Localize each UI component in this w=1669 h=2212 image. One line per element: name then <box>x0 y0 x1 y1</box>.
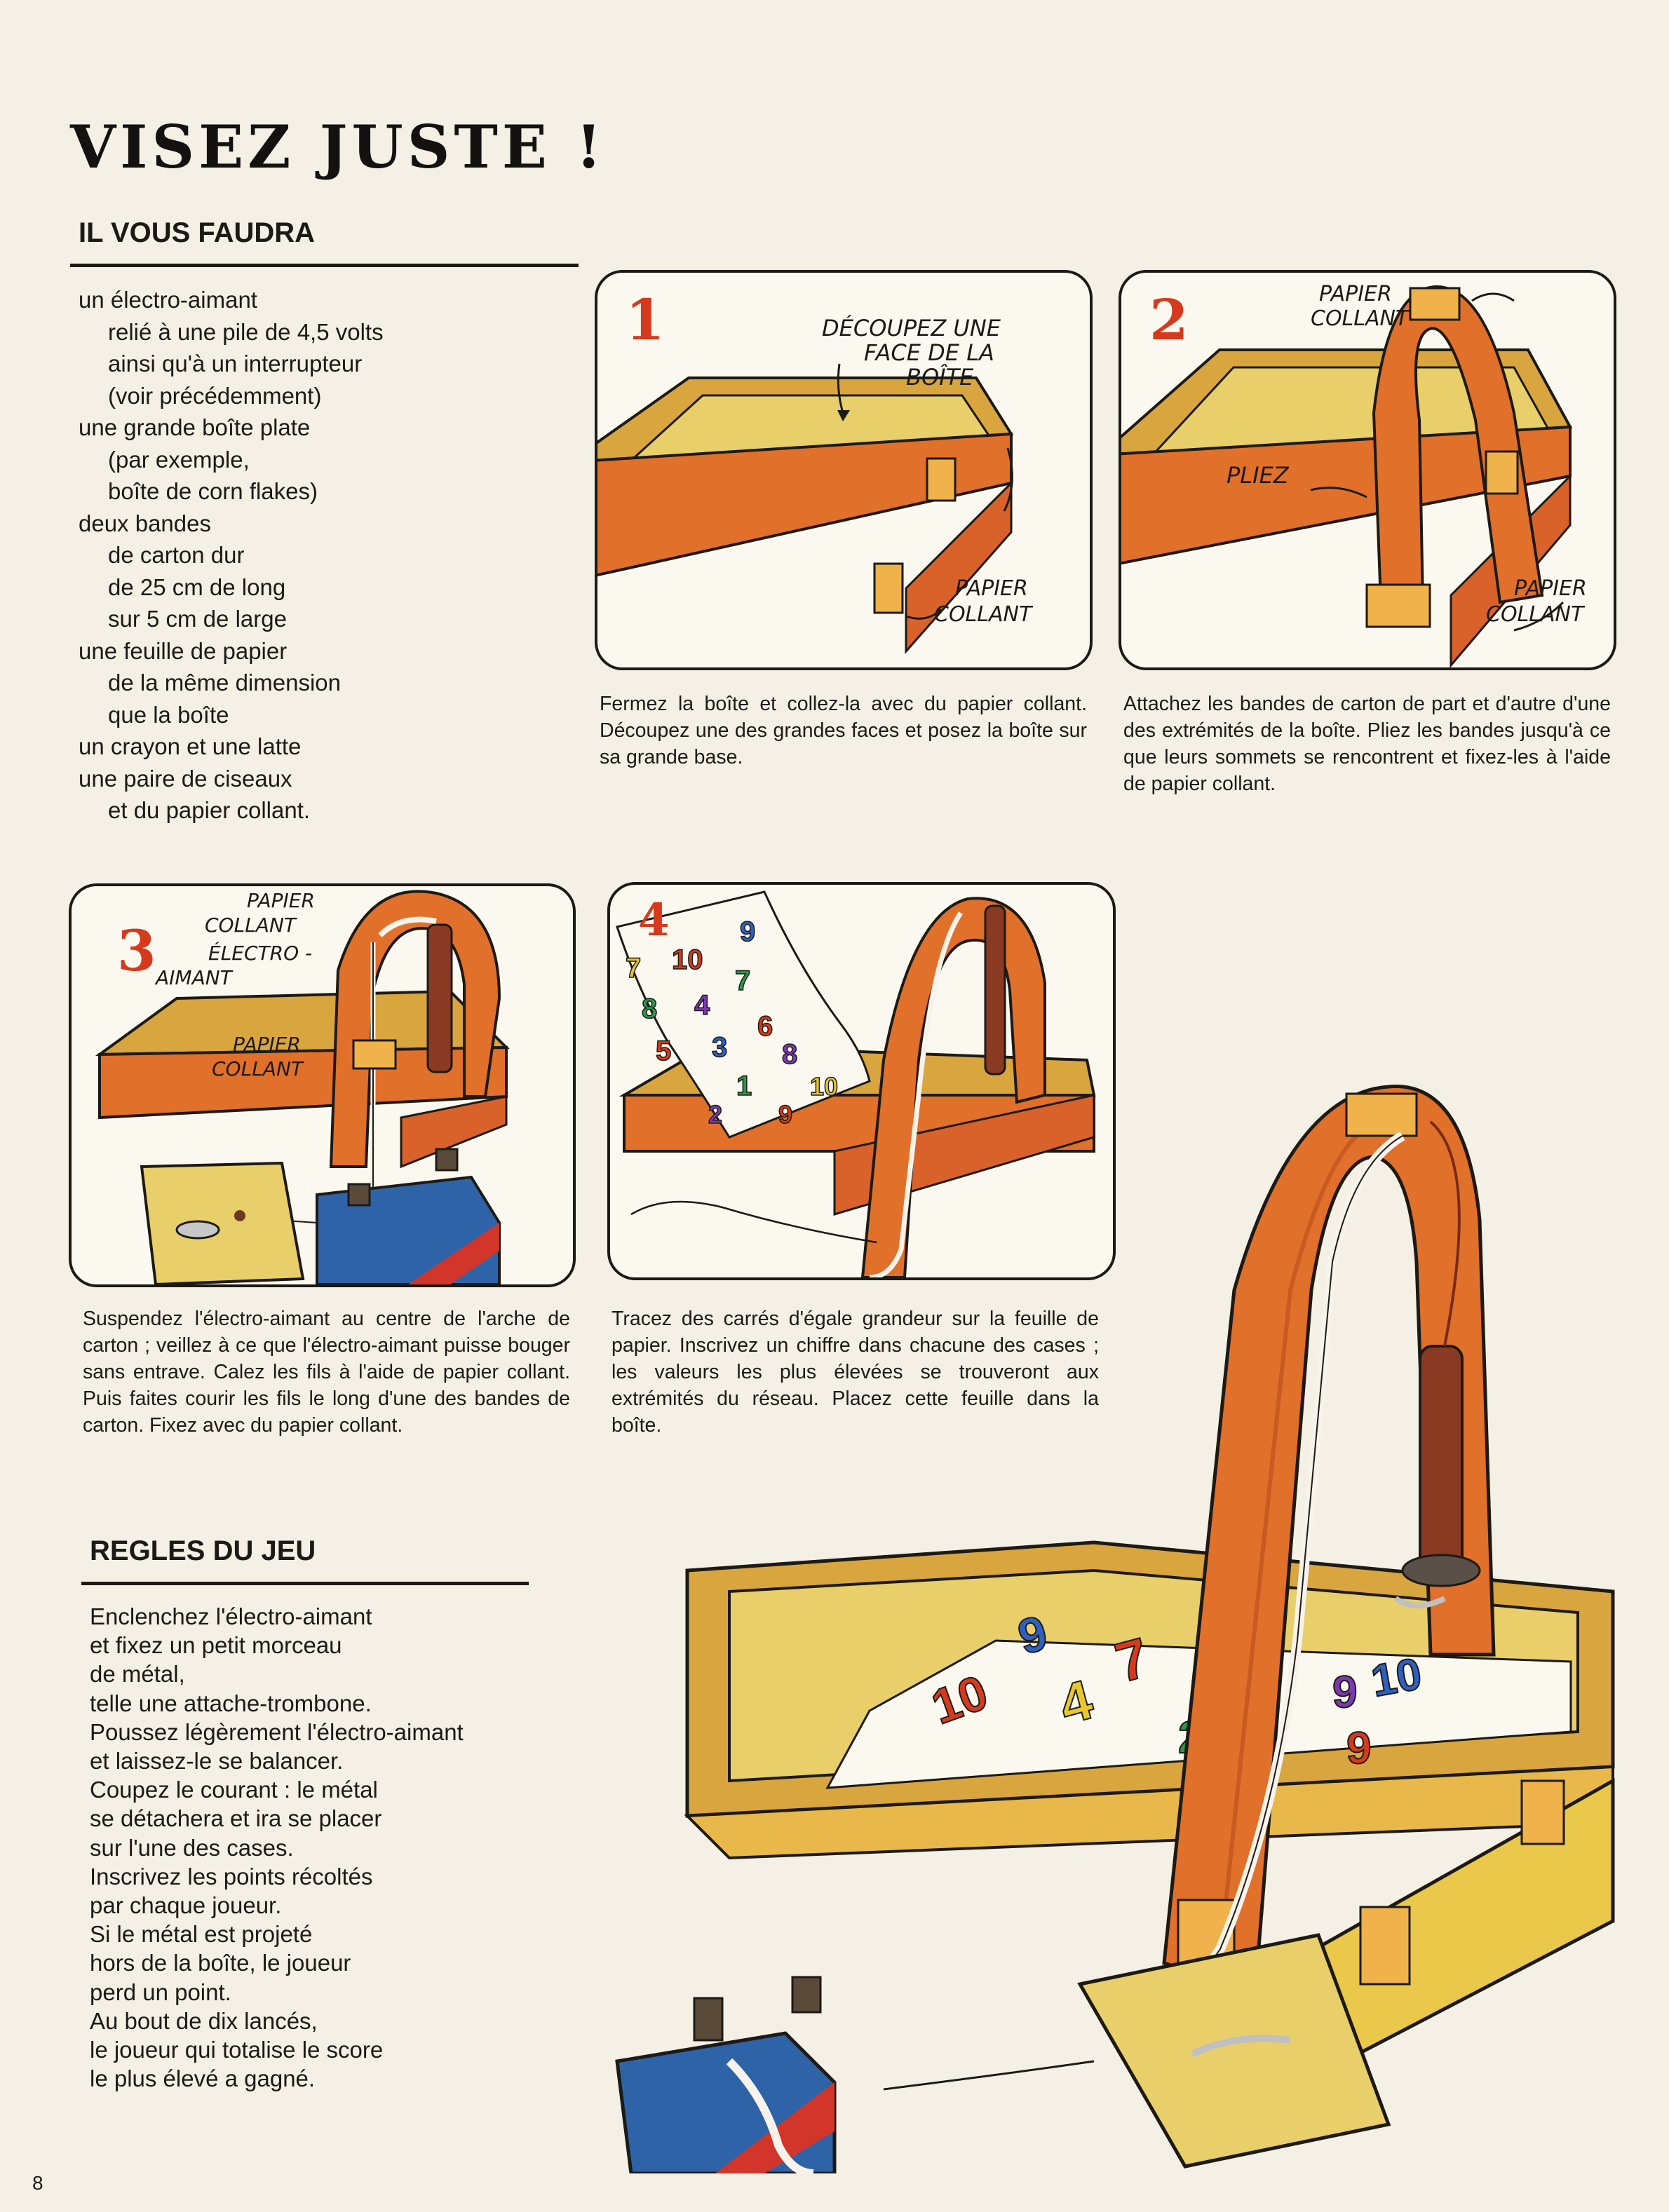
step-3-label: COLLANT <box>205 914 297 937</box>
rules-line: par chaque joueur. <box>90 1892 282 1919</box>
big-grid-cell: 9 <box>1332 1667 1358 1717</box>
grid-cell: 10 <box>810 1072 838 1101</box>
step-2-caption: Attachez les bandes de carton de part et… <box>1123 693 1611 795</box>
grid-cell: 9 <box>778 1100 792 1129</box>
step-1-label: DÉCOUPEZ UNE <box>822 315 1001 341</box>
grid-cell: 1 <box>736 1071 752 1101</box>
grid-cell: 9 <box>740 916 755 947</box>
grid-cell: 7 <box>626 953 641 984</box>
step-1-panel: 1 DÉCOUPEZ UNE FACE DE LA BOÎTE PAPIER C… <box>595 270 1093 670</box>
rules-line: Enclenchez l'électro-aimant <box>90 1603 372 1629</box>
step-3-label: PAPIER <box>247 889 315 912</box>
rules-line: le plus élevé a gagné. <box>90 2065 316 2092</box>
game-illustration: 9 10 4 7 9 10 2 9 <box>615 1085 1615 2173</box>
needs-line: (voir précédemment) <box>108 382 322 409</box>
rules-line: de métal, <box>90 1661 185 1688</box>
grid-cell: 5 <box>656 1036 671 1066</box>
rules-line: telle une attache-trombone. <box>90 1690 372 1716</box>
step-2-label: COLLANT <box>1311 306 1410 331</box>
big-grid-cell: 10 <box>1367 1648 1426 1707</box>
grid-cell: 8 <box>782 1039 797 1070</box>
step-2-illustration: 2 PAPIER COLLANT PLIEZ PAPIER COLLANT <box>1121 282 1587 667</box>
step-3-illustration: 3 PAPIER COLLANT ÉLECTRO - AIMANT PAPIER… <box>95 889 510 1284</box>
step-3-label: ÉLECTRO - <box>208 941 312 965</box>
needs-line: un crayon et une latte <box>79 733 302 759</box>
step-2-label: PLIEZ <box>1227 462 1290 489</box>
grid-cell: 3 <box>712 1032 727 1063</box>
step-3-number: 3 <box>117 918 156 984</box>
needs-line: sur 5 cm de large <box>108 606 287 632</box>
step-3-label: COLLANT <box>212 1057 304 1080</box>
step-2-panel: 2 PAPIER COLLANT PLIEZ PAPIER COLLANT <box>1119 270 1616 670</box>
needs-line: une paire de ciseaux <box>79 765 292 792</box>
rules-line: se détachera et ira se placer <box>90 1805 382 1832</box>
rules-line: sur l'une des cases. <box>90 1834 294 1861</box>
grid-cell: 8 <box>642 993 657 1024</box>
step-1-label: FACE DE LA <box>864 339 994 366</box>
needs-list: un électro-aimant relié à une pile de 4,… <box>79 284 384 827</box>
rules-list: Enclenchez l'électro-aimant et fixez un … <box>90 1602 464 2093</box>
rules-line: et laissez-le se balancer. <box>90 1748 344 1775</box>
step-2-label: PAPIER <box>1319 282 1392 306</box>
needs-line: de la même dimension <box>108 670 341 696</box>
needs-line: de carton dur <box>108 542 245 568</box>
page-number: 8 <box>32 2172 43 2194</box>
rules-line: le joueur qui totalise le score <box>90 2037 384 2063</box>
step-3-panel: 3 PAPIER COLLANT ÉLECTRO - AIMANT PAPIER… <box>69 883 576 1287</box>
page-title: VISEZ JUSTE ! <box>70 112 607 182</box>
big-grid-cell: 9 <box>1346 1723 1372 1773</box>
rules-line: Inscrivez les points récoltés <box>90 1863 373 1889</box>
step-1-illustration: 1 DÉCOUPEZ UNE FACE DE LA BOÎTE PAPIER C… <box>597 287 1034 654</box>
rules-line: perd un point. <box>90 1979 231 2005</box>
step-3-caption: Suspendez l'électro-aimant au centre de … <box>83 1308 570 1437</box>
needs-heading: IL VOUS FAUDRA <box>79 217 316 248</box>
step-3-label: PAPIER <box>233 1033 301 1056</box>
needs-line: (par exemple, <box>108 446 250 473</box>
step-1-label: PAPIER <box>955 576 1028 601</box>
rules-line: Poussez légèrement l'électro-aimant <box>90 1718 464 1745</box>
rules-line: hors de la boîte, le joueur <box>90 1950 351 1976</box>
step-2-number: 2 <box>1149 287 1189 353</box>
step-2-label: PAPIER <box>1514 576 1587 601</box>
grid-cell: 2 <box>708 1100 722 1129</box>
needs-line: que la boîte <box>108 701 229 728</box>
grid-cell: 6 <box>757 1011 773 1042</box>
needs-line: boîte de corn flakes) <box>108 478 318 504</box>
step-4-illustration: 7 10 9 7 8 4 6 5 3 8 1 10 2 9 4 <box>616 890 1096 1277</box>
needs-line: relié à une pile de 4,5 volts <box>108 318 384 345</box>
needs-line: un électro-aimant <box>79 287 257 313</box>
rules-line: et fixez un petit morceau <box>90 1632 342 1659</box>
grid-cell: 4 <box>694 990 710 1021</box>
step-1-label: COLLANT <box>934 602 1034 627</box>
needs-line: de 25 cm de long <box>108 574 286 600</box>
needs-line: une grande boîte plate <box>79 414 311 440</box>
rules-line: Coupez le courant : le métal <box>90 1777 378 1803</box>
grid-cell: 7 <box>735 965 750 996</box>
step-1-number: 1 <box>626 287 665 353</box>
step-4-number: 4 <box>638 894 670 946</box>
step-3-label: AIMANT <box>154 966 234 989</box>
grid-cell: 10 <box>672 944 703 975</box>
step-2-label: COLLANT <box>1486 602 1586 627</box>
needs-line: une feuille de papier <box>79 637 288 664</box>
rules-line: Si le métal est projeté <box>90 1921 313 1948</box>
step-1-caption: Fermez la boîte et collez-la avec du pap… <box>600 693 1087 768</box>
step-1-label: BOÎTE <box>906 364 974 391</box>
needs-line: ainsi qu'à un interrupteur <box>108 351 363 376</box>
needs-rule <box>70 264 579 267</box>
step-4-caption: Tracez des carrés d'égale grandeur sur l… <box>611 1308 1099 1437</box>
needs-line: et du papier collant. <box>108 797 311 823</box>
step-4-panel: 7 10 9 7 8 4 6 5 3 8 1 10 2 9 4 <box>607 882 1116 1280</box>
rules-heading: REGLES DU JEU <box>90 1535 316 1566</box>
rules-line: Au bout de dix lancés, <box>90 2007 318 2034</box>
needs-line: deux bandes <box>79 510 211 536</box>
rules-rule <box>81 1582 529 1585</box>
